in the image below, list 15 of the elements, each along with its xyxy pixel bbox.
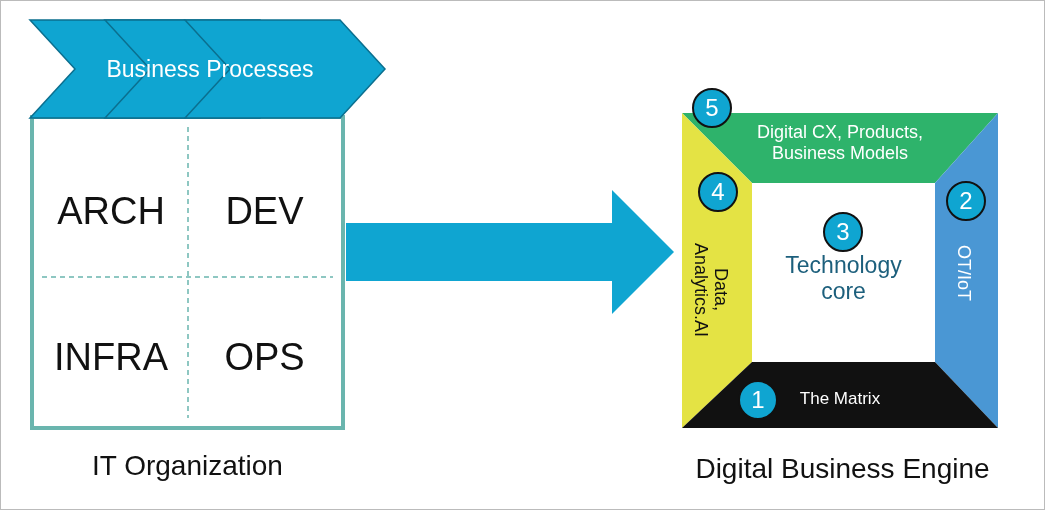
number-badge: 5 (692, 88, 732, 128)
segment-label: Data, Analytics.AI (690, 241, 732, 339)
group-title: IT Organization (91, 450, 284, 483)
group-title: Digital Business Engine (694, 453, 991, 486)
segment-label: OT/IoT (953, 244, 974, 303)
block-arrow (346, 190, 674, 314)
cell-label: INFRA (53, 336, 169, 380)
number-badge: 3 (823, 212, 863, 252)
cell-label: ARCH (56, 190, 166, 234)
cell-label: OPS (223, 336, 306, 380)
segment-label: Digital CX, Products, Business Models (755, 122, 925, 164)
cell-label: DEV (224, 190, 305, 234)
core-label: Technology core (784, 252, 903, 305)
segment-label: The Matrix (798, 389, 882, 409)
band-label: Business Processes (105, 56, 315, 83)
